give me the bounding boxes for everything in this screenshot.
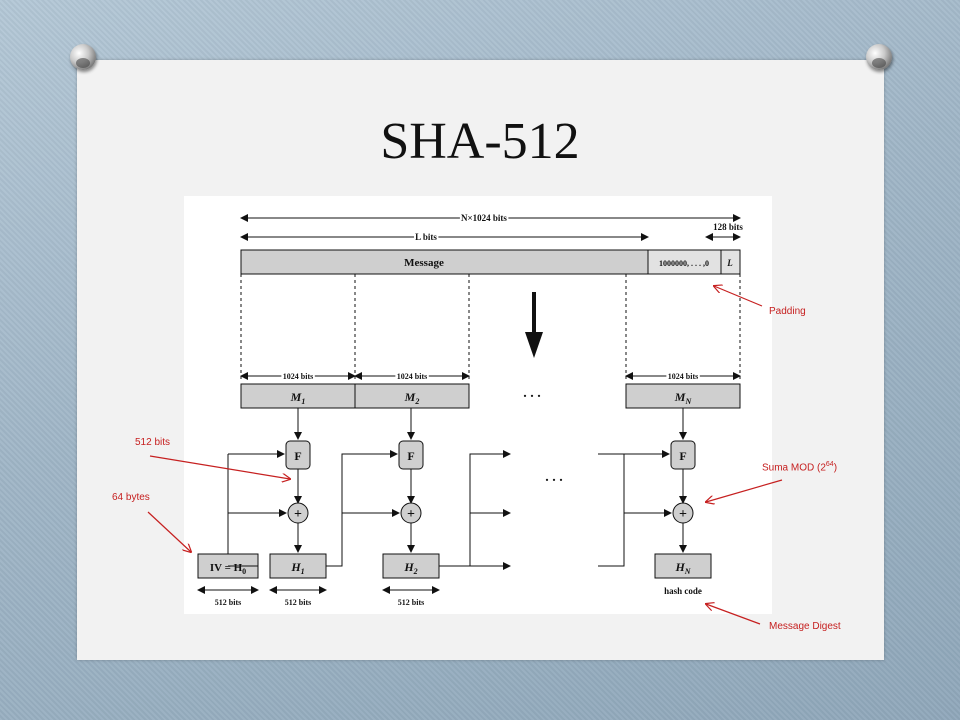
block-mn-label: MN [674, 390, 693, 406]
block-bits-label: 1024 bits [397, 372, 427, 381]
plus-label: + [407, 507, 415, 522]
block-m1-label: M1 [290, 390, 306, 406]
sha512-diagram: N×1024 bits L bits 128 bits Message 1000… [184, 196, 772, 614]
f-label: F [294, 449, 301, 463]
down-arrow-icon [532, 292, 536, 338]
block-bits-label: 1024 bits [668, 372, 698, 381]
h1-bits-label: 512 bits [285, 598, 311, 607]
hn-label: HN [674, 560, 691, 576]
block-mn [625, 383, 741, 409]
message-box [240, 249, 649, 275]
bytes64-annotation: 64 bytes [112, 492, 150, 503]
iv-label: IV = H0 [210, 562, 246, 576]
h1-label: H1 [290, 560, 304, 576]
h2-bits-label: 512 bits [398, 598, 424, 607]
padding-bits-label: 1000000, . . . ,0 [659, 259, 709, 268]
bytes64-arrow [147, 511, 191, 552]
f-label: F [407, 449, 414, 463]
plush-arrows [294, 523, 687, 553]
plus-label: + [679, 507, 687, 522]
ellipsis-upper: . . . [523, 386, 541, 401]
plus-label: + [294, 507, 302, 522]
padding-arrow [714, 286, 763, 307]
block-bits-label: 1024 bits [283, 372, 313, 381]
message-label: Message [404, 257, 444, 269]
block-m2 [354, 383, 470, 409]
padding-annotation: Padding [769, 306, 806, 317]
digest-arrow [706, 604, 761, 625]
down-arrowhead-icon [525, 332, 543, 358]
hash-code-label: hash code [664, 586, 702, 596]
dim-l-label: L bits [415, 232, 437, 242]
chain-lines [227, 450, 672, 570]
mf-arrows [294, 408, 687, 440]
h2-box [382, 553, 440, 579]
pushpin-icon [866, 44, 892, 70]
length-field-label: L [726, 258, 733, 268]
suma-annotation: Suma MOD (264) [762, 461, 838, 474]
block-m2-label: M2 [404, 390, 420, 406]
diagram-svg: N×1024 bits L bits 128 bits Message 1000… [197, 211, 743, 607]
dim-n-label: N×1024 bits [461, 213, 507, 223]
bits512-annotation: 512 bits [135, 437, 171, 448]
iv-bits-label: 512 bits [215, 598, 241, 607]
length-field-box [720, 249, 741, 275]
h2-label: H2 [403, 560, 417, 576]
block-dividers [240, 274, 741, 382]
bits512-arrow [149, 455, 290, 479]
suma-arrow [706, 479, 783, 502]
hn-box [654, 553, 712, 579]
h1-box [269, 553, 327, 579]
padding-box [647, 249, 722, 275]
pushpin-icon [70, 44, 96, 70]
ellipsis-lower: . . . [545, 470, 563, 485]
fplus-arrows [294, 469, 687, 504]
dim-128-label: 128 bits [713, 222, 743, 232]
f-label: F [679, 449, 686, 463]
slide-title: SHA-512 [380, 113, 580, 170]
digest-annotation: Message Digest [769, 621, 841, 632]
